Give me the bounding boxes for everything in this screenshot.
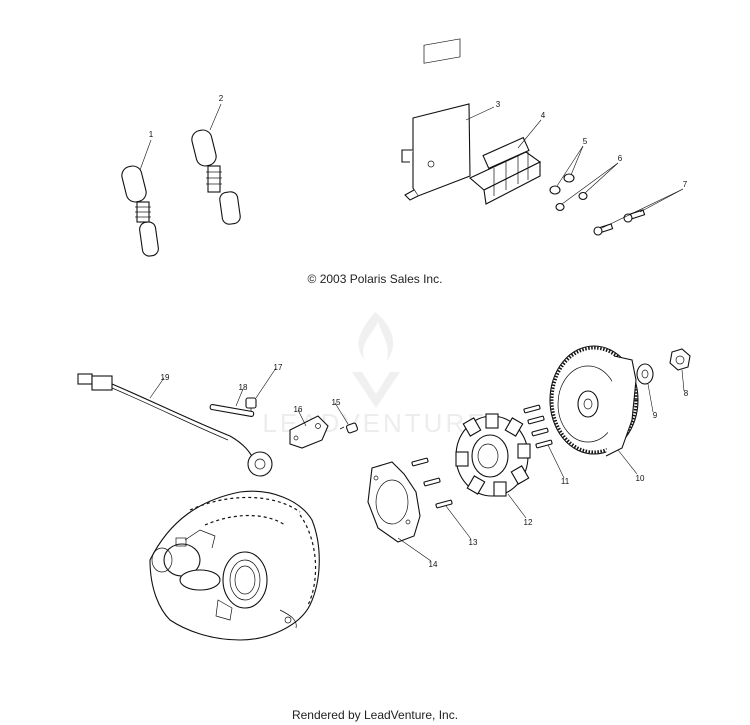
callout-19: 19 [161,373,170,382]
callout-13: 13 [469,538,478,547]
leadventure-watermark-logo: LEADVENTURE [262,312,485,438]
part-8-flywheel-nut [669,348,691,371]
part-2-spark-plug-lead [191,129,241,225]
part-6-nuts [555,191,588,212]
callout-7: 7 [683,180,688,189]
callout-9: 9 [653,411,658,420]
part-12-stator [455,413,531,497]
part-14-stator-plate [367,461,421,543]
part-13-plate-bolts [411,457,453,509]
part-18-clamp-strap [209,403,255,418]
leader-lines [139,103,685,562]
callout-14: 14 [429,560,438,569]
callout-10: 10 [636,474,645,483]
copyright-notice: © 2003 Polaris Sales Inc. [307,272,443,286]
callout-numbers: 1 2 3 4 5 6 7 8 9 10 11 12 13 14 15 16 1… [149,94,689,569]
part-16-pickup-sensor [289,415,329,449]
callout-1: 1 [149,130,154,139]
part-15-bolt [339,422,359,434]
part-11-stator-bolts [523,404,553,449]
callout-3: 3 [496,100,501,109]
part-7-screws [593,209,646,236]
callout-6: 6 [618,154,623,163]
callout-4: 4 [541,111,546,120]
part-3-mounting-bracket [401,38,471,201]
part-19-wire-harness [77,373,273,477]
callout-16: 16 [294,405,303,414]
callout-11: 11 [561,477,570,486]
callout-18: 18 [239,383,248,392]
callout-12: 12 [524,518,533,527]
part-4-voltage-regulator [468,136,542,205]
part-1-spark-plug-lead [121,165,159,257]
callout-8: 8 [684,389,689,398]
part-5-washers [549,173,575,195]
part-9-washer [636,363,654,385]
part-10-flywheel [549,345,639,457]
callout-2: 2 [219,94,224,103]
callout-5: 5 [583,137,588,146]
footer-credit: Rendered by LeadVenture, Inc. [291,708,459,722]
callout-15: 15 [332,398,341,407]
callout-17: 17 [274,363,283,372]
engine-crankcase-housing [149,490,320,641]
